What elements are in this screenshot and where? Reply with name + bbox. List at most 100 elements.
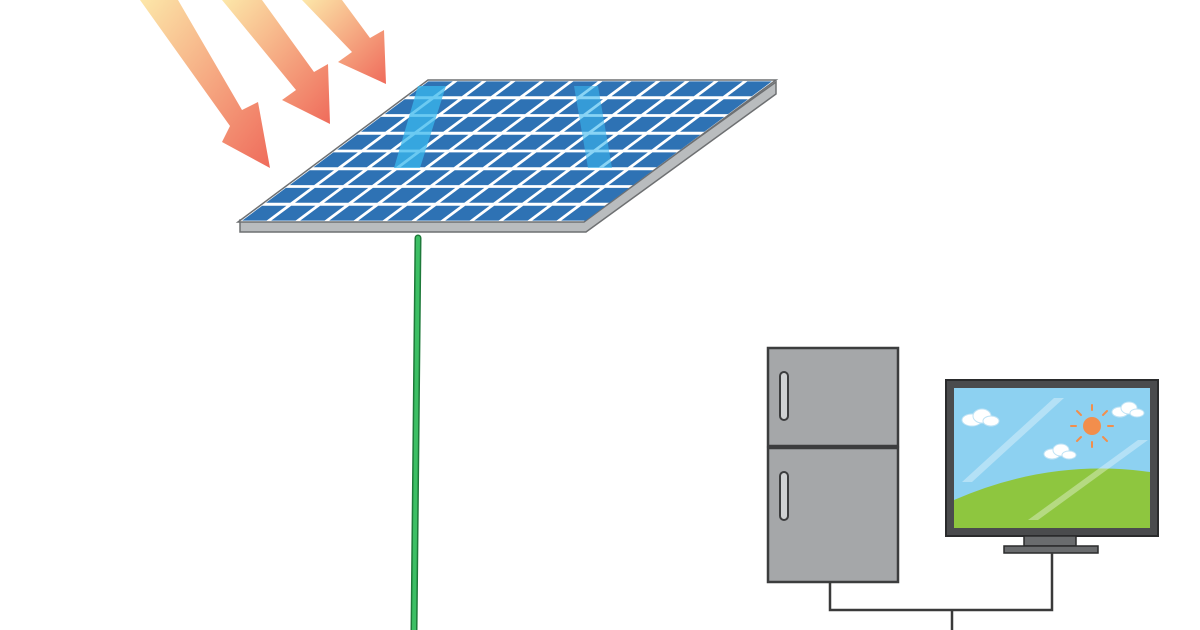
panel-cell — [242, 205, 287, 221]
panel-cell — [387, 205, 432, 221]
panel-cell — [561, 205, 606, 221]
panel-cell — [411, 187, 456, 203]
panel-cell — [492, 170, 537, 186]
monitor-stand — [1003, 545, 1099, 554]
panel-cell — [324, 187, 369, 203]
panel-cell — [540, 134, 585, 150]
panel-cell — [453, 134, 498, 150]
sun-ray-arrow-1 — [140, 0, 270, 168]
panel-cell — [498, 187, 543, 203]
panel-cell — [458, 152, 503, 168]
panel-cell — [271, 205, 316, 221]
panel-cell — [440, 187, 485, 203]
fridge-top-door — [766, 346, 900, 448]
panel-cell — [516, 152, 561, 168]
panel-cell — [382, 187, 427, 203]
panel-cell — [727, 81, 772, 97]
panel-cell — [532, 205, 577, 221]
panel-cell — [347, 170, 392, 186]
panel-cell — [477, 116, 522, 132]
panel-cell — [527, 187, 572, 203]
panel-cell — [503, 205, 548, 221]
sun-ray-arrow-3 — [302, 0, 386, 84]
panel-cell — [318, 170, 363, 186]
panel-cell — [511, 134, 556, 150]
monitor-glare-2 — [1028, 440, 1148, 520]
fridge-top-handle — [779, 371, 789, 421]
sun-rays — [140, 0, 386, 168]
fridge-bottom-handle — [779, 471, 789, 521]
panel-cell — [434, 170, 479, 186]
panel-cell — [651, 116, 696, 132]
panel-cell — [289, 170, 334, 186]
panel-cell — [329, 205, 374, 221]
panel-cell — [376, 170, 421, 186]
panel-cell — [471, 99, 516, 115]
panel-cell — [448, 116, 493, 132]
panel-cell — [550, 170, 595, 186]
power-cable — [410, 234, 422, 630]
panel-cell — [482, 134, 527, 150]
panel-cell — [521, 170, 566, 186]
panel-cell — [529, 99, 574, 115]
panel-cell — [500, 99, 545, 115]
panel-cell — [463, 170, 508, 186]
panel-cell — [506, 116, 551, 132]
panel-cell — [545, 152, 590, 168]
panel-cell — [585, 187, 630, 203]
sun-ray-arrow-2 — [222, 0, 330, 124]
panel-cell — [616, 99, 661, 115]
monitor-cloud-icon-2 — [1111, 401, 1145, 418]
refrigerator — [766, 346, 900, 584]
panel-cell — [627, 134, 672, 150]
panel-cell — [495, 81, 540, 97]
monitor-neck — [1023, 535, 1077, 547]
panel-cell — [405, 170, 450, 186]
panel-cell — [361, 116, 406, 132]
monitor-screen-grass — [954, 468, 1150, 528]
panel-cell — [703, 99, 748, 115]
panel-cell — [669, 81, 714, 97]
panel-cell — [598, 134, 643, 150]
panel-cell — [442, 99, 487, 115]
panel-cell — [313, 152, 358, 168]
panel-cell — [487, 152, 532, 168]
monitor — [945, 379, 1159, 554]
panel-cell — [524, 81, 569, 97]
panel-cell — [698, 81, 743, 97]
panel-cell — [656, 134, 701, 150]
panel-cell — [300, 205, 345, 221]
panel-cell — [645, 99, 690, 115]
panel-cell — [674, 99, 719, 115]
panel-cell — [466, 81, 511, 97]
panel-cell — [556, 187, 601, 203]
panel-cell — [622, 116, 667, 132]
panel-glare-right — [574, 86, 612, 168]
appliance-wiring — [828, 553, 1054, 630]
panel-surface — [235, 79, 779, 223]
panel-cell — [266, 187, 311, 203]
panel-cell — [337, 134, 382, 150]
panel-cell — [469, 187, 514, 203]
panel-cell — [295, 187, 340, 203]
panel-cell — [535, 116, 580, 132]
panel-cell — [611, 81, 656, 97]
panel-glare-left — [394, 86, 446, 168]
panel-cell — [342, 152, 387, 168]
solar-panel — [235, 79, 779, 233]
fridge-bottom-door — [766, 446, 900, 584]
monitor-cloud-icon-1 — [961, 408, 1000, 427]
monitor-sun-icon — [1070, 404, 1114, 448]
panel-cell — [579, 170, 624, 186]
panel-cell — [437, 81, 482, 97]
panel-cell — [608, 170, 653, 186]
panel-cell — [416, 205, 461, 221]
panel-cell — [445, 205, 490, 221]
panel-cell — [424, 134, 469, 150]
panel-cell — [429, 152, 474, 168]
monitor-glare-1 — [962, 398, 1064, 482]
panel-cell — [632, 152, 677, 168]
monitor-cloud-icon-3 — [1043, 443, 1077, 460]
panel-cell — [603, 152, 648, 168]
